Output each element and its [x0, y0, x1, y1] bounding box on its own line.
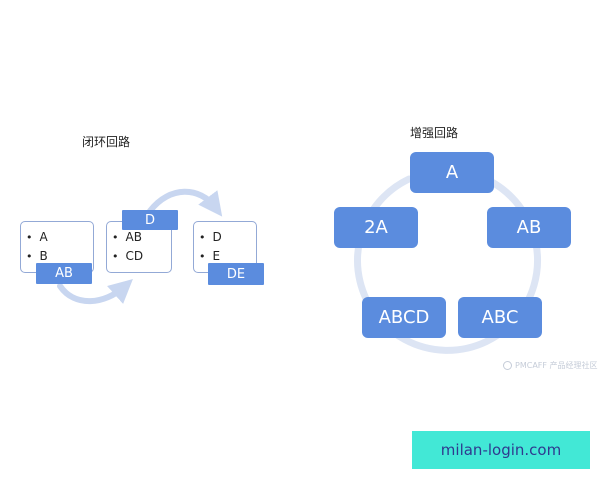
- closed-loop-tag-2: D: [122, 210, 178, 230]
- list-item: D: [199, 228, 256, 247]
- closed-loop-title: 闭环回路: [82, 135, 131, 149]
- list-item: CD: [112, 247, 171, 266]
- enhanced-loop-node-a: A: [410, 152, 494, 193]
- enhanced-loop-node-abc: ABC: [458, 297, 542, 338]
- list-item: AB: [112, 228, 171, 247]
- closed-loop-tag-3: DE: [208, 263, 264, 285]
- arrow-card1-to-card2: [57, 279, 133, 305]
- closed-loop-tag-1: AB: [36, 263, 92, 284]
- list-item: A: [26, 228, 93, 247]
- arrow-card2-to-card3: [147, 188, 223, 217]
- enhanced-loop-node-2a: 2A: [334, 207, 418, 248]
- watermark: PMCAFF 产品经理社区: [503, 360, 598, 371]
- enhanced-loop-title: 增强回路: [410, 126, 459, 140]
- list-item: B: [26, 247, 93, 266]
- list-item: E: [199, 247, 256, 266]
- enhanced-loop-node-ab: AB: [487, 207, 571, 248]
- enhanced-loop-node-abcd: ABCD: [362, 297, 446, 338]
- watermark-text: PMCAFF 产品经理社区: [515, 361, 598, 370]
- site-badge: milan-login.com: [412, 431, 590, 469]
- pmcaff-logo-icon: [503, 361, 512, 370]
